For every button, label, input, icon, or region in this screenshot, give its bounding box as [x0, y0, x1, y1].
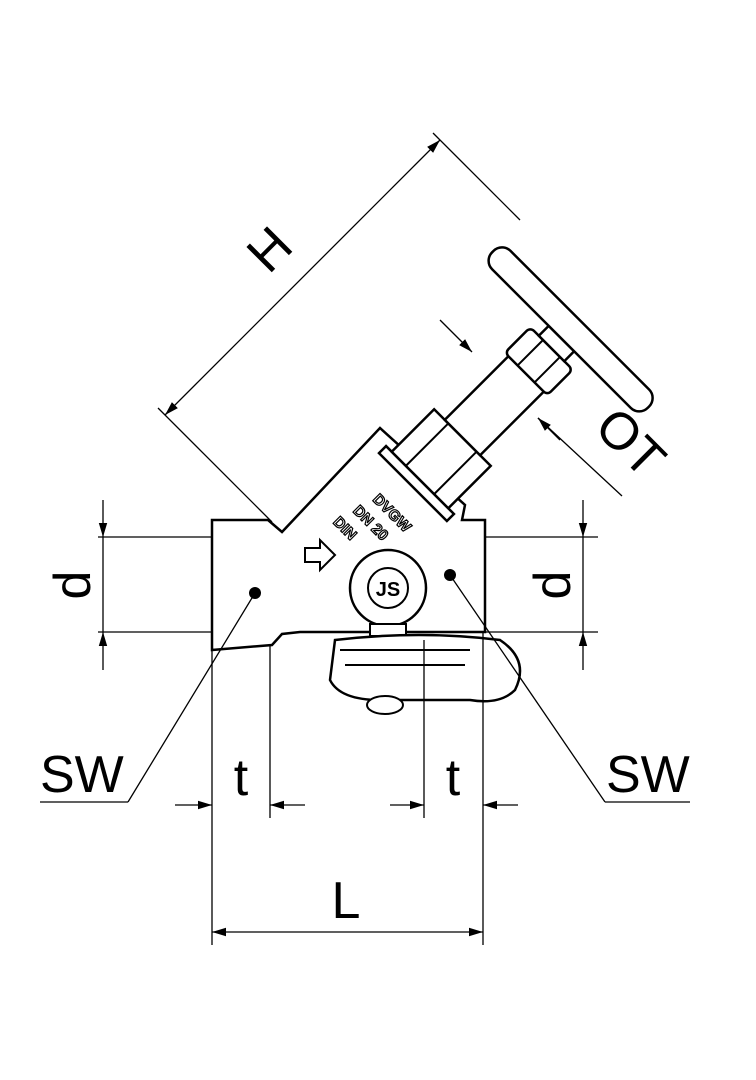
- label-h: H: [236, 216, 304, 284]
- valve-bonnet: [377, 246, 654, 523]
- label-t-right: t: [446, 749, 461, 807]
- drain-cap: JS: [348, 548, 428, 637]
- label-l: L: [332, 872, 361, 930]
- dimension-d-left: d: [44, 500, 212, 670]
- cap-marking: JS: [376, 579, 400, 601]
- dimension-d-right: d: [485, 500, 598, 670]
- dimension-l: L: [212, 872, 483, 937]
- label-ot: OT: [584, 397, 676, 489]
- dimension-t-right: t: [390, 632, 518, 945]
- cap-with-strap: [328, 633, 522, 715]
- flow-arrow-icon: [304, 537, 337, 573]
- handwheel: [487, 246, 654, 413]
- label-d-left: d: [44, 571, 102, 600]
- leader-sw-left: SW: [40, 592, 256, 804]
- dimension-t-left: t: [175, 645, 305, 945]
- leader-sw-right: SW: [449, 574, 690, 804]
- label-d-right: d: [524, 571, 582, 600]
- label-t-left: t: [234, 749, 249, 807]
- label-sw-right: SW: [606, 746, 690, 804]
- label-sw-left: SW: [40, 746, 124, 804]
